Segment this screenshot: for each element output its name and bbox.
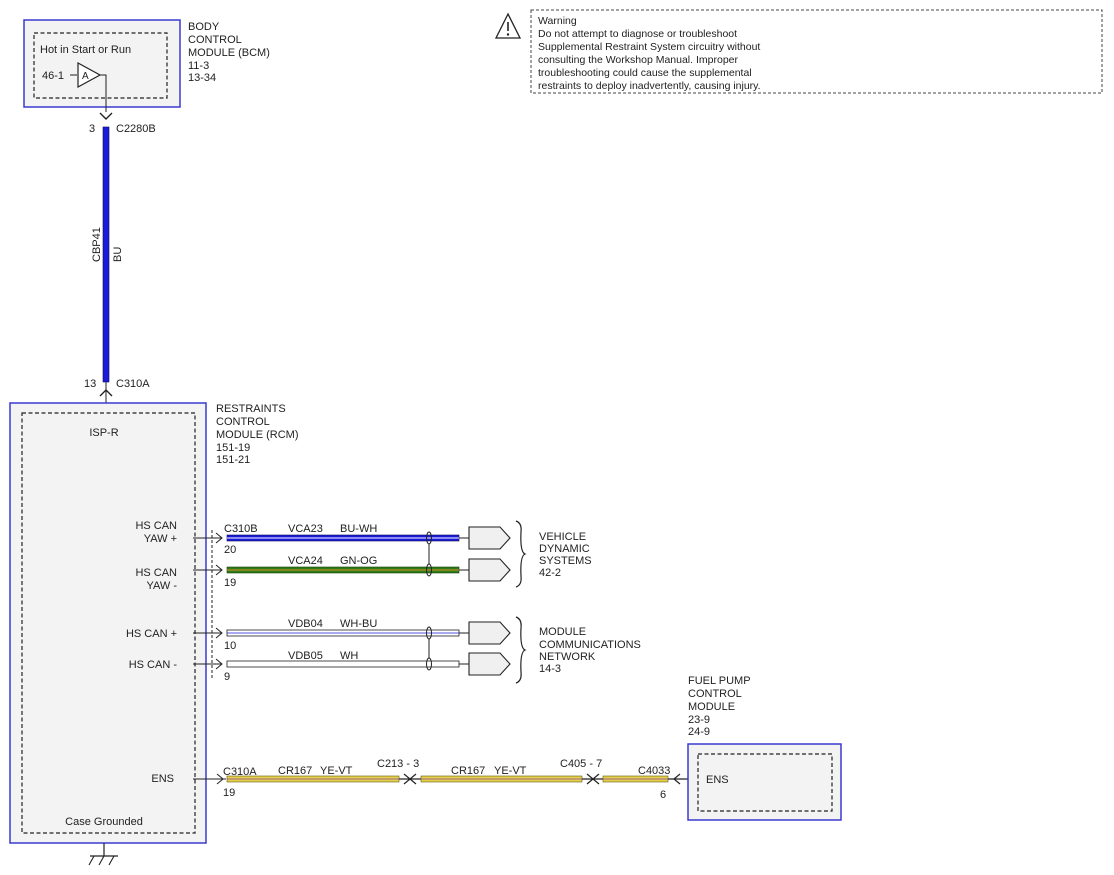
wire-circuit-label: CBP41	[91, 227, 103, 262]
wire-to-arrow-links	[459, 537, 469, 665]
rcm-internal-label: ISP-R	[89, 427, 118, 439]
ens-end-pin: 6	[660, 789, 666, 801]
bcm-fuse-letter: A	[82, 71, 89, 82]
warning-triangle-icon	[494, 12, 522, 39]
bcm-ref: 13-34	[188, 72, 216, 84]
can-color-label: GN-OG	[340, 555, 377, 567]
fpcm-internal-label: ENS	[706, 774, 729, 786]
can-color-label: BU-WH	[340, 523, 377, 535]
destination-ref: 42-2	[539, 567, 561, 579]
can-pin-stubs	[193, 532, 223, 670]
ens-pin-stub	[193, 773, 226, 785]
warning-title: Warning	[538, 15, 577, 27]
fpcm-module[interactable]: ENS	[687, 743, 842, 821]
rcm-pin-label: HS CAN -	[129, 659, 178, 671]
bcm-power-label: Hot in Start or Run	[40, 44, 131, 56]
ens-seg2-color: YE-VT	[494, 765, 527, 777]
bcm-pin: 3	[89, 123, 95, 135]
rcm-pin-label: HS CAN +	[126, 628, 177, 640]
page-ref-arrow-icon	[468, 526, 511, 676]
warning-box	[530, 9, 1103, 94]
wire-cbp41[interactable]	[102, 126, 110, 383]
ens-start-pin: 19	[223, 787, 235, 799]
twisted-pair-icon	[426, 531, 432, 671]
warning-line: Do not attempt to diagnose or troublesho…	[538, 28, 737, 40]
ens-start-connector: C310A	[223, 766, 257, 778]
inline-connector-label: C213 - 3	[377, 758, 419, 770]
rcm-module[interactable]: ISP-R Case Grounded HS CAN YAW + HS CAN …	[9, 402, 207, 844]
wire-color-label: BU	[112, 247, 124, 262]
rcm-name: RESTRAINTS	[216, 403, 286, 415]
bcm-outline	[23, 19, 181, 108]
bcm-connector: C2280B	[116, 123, 156, 135]
destination-label: COMMUNICATIONS	[539, 639, 641, 651]
destination-label: DYNAMIC	[539, 543, 590, 555]
rcm-connector: C310A	[116, 378, 150, 390]
destination-label: MODULE	[539, 626, 586, 638]
warning-line: troubleshooting could cause the suppleme…	[538, 67, 752, 79]
can-color-label: WH-BU	[340, 618, 377, 630]
connector-pin-icon	[99, 389, 113, 397]
rcm-pin: 13	[84, 378, 96, 390]
fpcm-name: FUEL PUMP	[688, 675, 751, 687]
can-circuit-label: VDB05	[288, 650, 323, 662]
fpcm-inner-dashed	[697, 753, 833, 812]
rcm-pin-label: HS CAN	[135, 520, 177, 532]
rcm-pin-label: YAW +	[144, 533, 177, 545]
rcm-case-label: Case Grounded	[65, 816, 143, 828]
warning-line: Supplemental Restraint System circuitry …	[538, 41, 760, 53]
rcm-name: MODULE (RCM)	[216, 429, 299, 441]
bcm-inner-dashed	[33, 32, 168, 99]
can-pin-number: 19	[224, 577, 236, 589]
bcm-name: CONTROL	[188, 34, 242, 46]
fpcm-ref: 24-9	[688, 726, 710, 738]
bcm-name: MODULE (BCM)	[188, 47, 270, 59]
destination-label: SYSTEMS	[539, 555, 592, 567]
rcm-ref: 151-19	[216, 442, 250, 454]
brace-icon	[515, 520, 527, 588]
ens-end-connector: C4033	[638, 765, 670, 777]
fpcm-ref: 23-9	[688, 714, 710, 726]
rcm-ref: 151-21	[216, 454, 250, 466]
rcm-pin-label: YAW -	[146, 580, 177, 592]
ens-seg1-color: YE-VT	[320, 765, 353, 777]
ground-icon	[88, 843, 118, 866]
warning-line: consulting the Workshop Manual. Improper	[538, 54, 738, 66]
destination-ref: 14-3	[539, 663, 561, 675]
can-pin-number: 20	[224, 544, 236, 556]
bcm-module[interactable]: Hot in Start or Run 46-1 A	[23, 19, 181, 112]
fpcm-outline	[687, 743, 842, 821]
fpcm-name: MODULE	[688, 701, 735, 713]
bcm-ref: 11-3	[188, 60, 209, 72]
bcm-internal-wire	[100, 74, 107, 112]
destination-label: VEHICLE	[539, 531, 586, 543]
rcm-pin-label: ENS	[151, 773, 174, 785]
can-connector-label: C310B	[224, 523, 258, 535]
inline-connector-c213	[399, 773, 421, 785]
bcm-fuse-ref: 46-1	[42, 70, 64, 82]
can-circuit-label: VDB04	[288, 618, 323, 630]
connector-pin-icon	[99, 112, 113, 120]
rcm-inner-dashed	[21, 412, 196, 834]
destination-label: NETWORK	[539, 651, 596, 663]
ens-seg2-circuit: CR167	[451, 765, 485, 777]
warning-note: Warning Do not attempt to diagnose or tr…	[494, 9, 1103, 94]
rcm-pin-label: HS CAN	[135, 567, 177, 579]
ens-seg1-circuit: CR167	[278, 765, 312, 777]
inline-connector-label: C405 - 7	[560, 758, 602, 770]
inline-connector-c405	[582, 773, 603, 785]
rcm-outline	[9, 402, 207, 844]
can-circuit-label: VCA23	[288, 523, 323, 535]
can-circuit-label: VCA24	[288, 555, 323, 567]
can-color-label: WH	[340, 650, 358, 662]
rcm-name: CONTROL	[216, 416, 270, 428]
warning-line: restraints to deploy inadvertently, caus…	[538, 80, 761, 92]
fpcm-name: CONTROL	[688, 688, 742, 700]
can-pin-number: 9	[224, 671, 230, 683]
fuse-triangle-icon	[77, 61, 102, 89]
brace-icon	[515, 616, 527, 684]
bcm-name: BODY	[188, 21, 220, 33]
can-pin-number: 10	[224, 640, 236, 652]
